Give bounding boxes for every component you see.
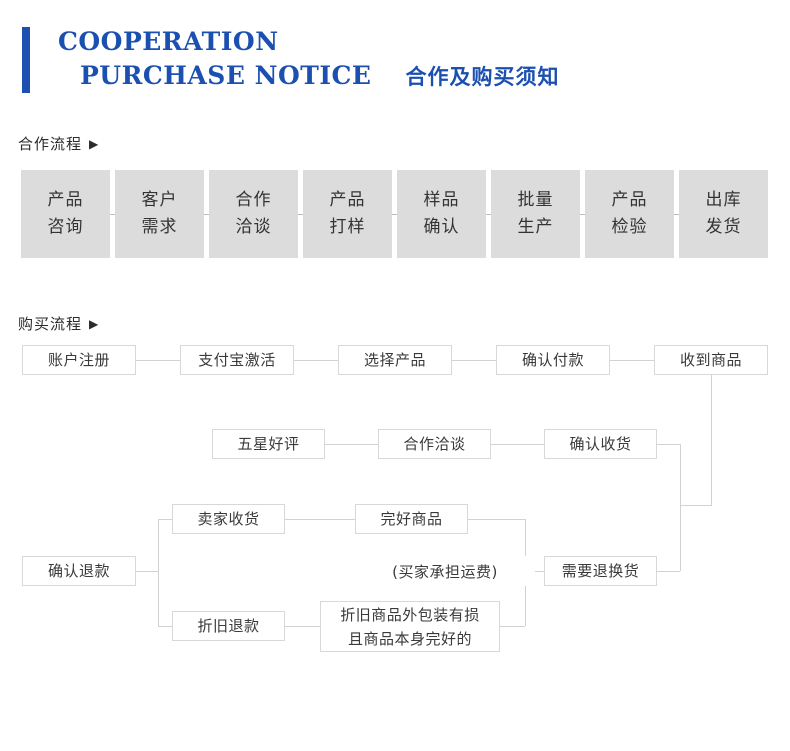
- cooperation-step-line1: 出库: [705, 190, 742, 210]
- cooperation-connector: [204, 214, 209, 215]
- purchase-row4-confirm-refund-label: 确认退款: [47, 562, 110, 580]
- flow-connector-horizontal: [452, 360, 496, 361]
- purchase-row3-step-1: 卖家收货: [172, 504, 285, 534]
- purchase-row2-step-1: 五星好评: [212, 429, 325, 459]
- cooperation-step-line1: 批量: [517, 190, 554, 210]
- cooperation-step-line2: 生产: [517, 217, 554, 237]
- flow-connector-horizontal: [468, 519, 525, 520]
- cooperation-connector: [674, 214, 679, 215]
- flow-connector-horizontal: [136, 360, 180, 361]
- purchase-row3-step-2-label: 完好商品: [380, 510, 443, 528]
- cooperation-step-6: 批量生产: [491, 170, 580, 258]
- flow-connector-vertical: [158, 519, 159, 626]
- purchase-row3-step-2: 完好商品: [355, 504, 468, 534]
- flow-connector-horizontal: [136, 571, 158, 572]
- header-title-chinese: 合作及购买须知: [405, 65, 560, 89]
- purchase-row1-step-3-label: 选择产品: [363, 351, 426, 369]
- cooperation-step-line1: 产品: [611, 190, 648, 210]
- purchase-section-label: 购买流程 ▶: [18, 313, 99, 334]
- cooperation-step-line2: 需求: [141, 217, 178, 237]
- cooperation-section-label: 合作流程 ▶: [18, 133, 99, 154]
- flow-connector-horizontal: [491, 444, 544, 445]
- cooperation-step-line1: 样品: [423, 190, 460, 210]
- purchase-row1-step-1-label: 账户注册: [47, 351, 110, 369]
- cooperation-step-line2: 洽谈: [235, 217, 272, 237]
- cooperation-step-line2: 打样: [329, 217, 366, 237]
- cooperation-connector: [392, 214, 397, 215]
- cooperation-step-4: 产品打样: [303, 170, 392, 258]
- header-title-line1: COOPERATION: [58, 27, 279, 56]
- flow-connector-horizontal: [158, 626, 172, 627]
- purchase-row2-step-1-label: 五星好评: [237, 435, 300, 453]
- flow-connector-horizontal: [657, 444, 680, 445]
- purchase-row4-confirm-refund: 确认退款: [22, 556, 136, 586]
- purchase-row5-damaged-package-note-line2: 且商品本身完好的: [347, 629, 472, 648]
- purchase-row4-return-exchange-label: 需要退换货: [561, 562, 640, 580]
- cooperation-connector: [298, 214, 303, 215]
- purchase-row1-step-2-label: 支付宝激活: [198, 351, 276, 369]
- cooperation-connector: [110, 214, 115, 215]
- purchase-row3-step-1-label: 卖家收货: [197, 510, 260, 528]
- cooperation-connector: [486, 214, 491, 215]
- flow-connector-horizontal: [285, 626, 320, 627]
- purchase-row5-damaged-package-note: 折旧商品外包装有损且商品本身完好的: [320, 601, 500, 652]
- cooperation-step-3: 合作洽谈: [209, 170, 298, 258]
- purchase-row4-shipping-note: (买家承担运费): [355, 556, 535, 586]
- purchase-row5-depreciation-refund-label: 折旧退款: [197, 617, 260, 635]
- cooperation-flow-row: 产品咨询客户需求合作洽谈产品打样样品确认批量生产产品检验出库发货: [21, 170, 769, 258]
- purchase-row1-step-4: 确认付款: [496, 345, 610, 375]
- cooperation-step-7: 产品检验: [585, 170, 674, 258]
- cooperation-step-line1: 产品: [47, 190, 84, 210]
- flow-connector-vertical: [711, 375, 712, 505]
- purchase-row1-step-2: 支付宝激活: [180, 345, 294, 375]
- triangle-right-icon: ▶: [89, 317, 100, 331]
- purchase-row1-step-4-label: 确认付款: [521, 351, 584, 369]
- cooperation-step-line1: 产品: [329, 190, 366, 210]
- flow-connector-horizontal: [610, 360, 654, 361]
- flow-connector-horizontal: [158, 519, 172, 520]
- purchase-row5-depreciation-refund: 折旧退款: [172, 611, 285, 641]
- triangle-right-icon: ▶: [89, 137, 100, 151]
- flow-connector-horizontal: [285, 519, 355, 520]
- cooperation-section-label-text: 合作流程: [18, 135, 83, 153]
- purchase-row5-damaged-package-note-line1: 折旧商品外包装有损: [340, 605, 480, 624]
- header-title-line2-group: PURCHASE NOTICE 合作及购买须知: [58, 59, 559, 94]
- purchase-row1-step-1: 账户注册: [22, 345, 136, 375]
- purchase-row4-shipping-note-label: (买家承担运费): [392, 562, 498, 581]
- flow-connector-horizontal: [325, 444, 378, 445]
- purchase-row1-step-5: 收到商品: [654, 345, 768, 375]
- cooperation-step-line2: 确认: [423, 217, 460, 237]
- flow-connector-horizontal: [294, 360, 338, 361]
- header-title-group: COOPERATION PURCHASE NOTICE 合作及购买须知: [58, 25, 559, 94]
- cooperation-step-line2: 检验: [611, 217, 648, 237]
- cooperation-step-line1: 客户: [141, 190, 178, 210]
- flow-connector-horizontal: [500, 626, 525, 627]
- purchase-section-label-text: 购买流程: [18, 315, 83, 333]
- purchase-row4-return-exchange: 需要退换货: [544, 556, 657, 586]
- cooperation-connector: [580, 214, 585, 215]
- purchase-row2-step-3-label: 确认收货: [569, 435, 632, 453]
- flow-connector-horizontal: [680, 505, 712, 506]
- purchase-row2-step-3: 确认收货: [544, 429, 657, 459]
- purchase-row2-step-2: 合作洽谈: [378, 429, 491, 459]
- flow-connector-horizontal: [657, 571, 680, 572]
- purchase-row1-step-3: 选择产品: [338, 345, 452, 375]
- cooperation-step-5: 样品确认: [397, 170, 486, 258]
- cooperation-step-line1: 合作: [235, 190, 272, 210]
- header-title-line2: PURCHASE NOTICE: [80, 61, 372, 90]
- cooperation-step-line2: 发货: [705, 217, 742, 237]
- cooperation-step-8: 出库发货: [679, 170, 768, 258]
- flow-connector-vertical: [680, 444, 681, 571]
- purchase-row1-step-5-label: 收到商品: [679, 351, 742, 369]
- cooperation-step-1: 产品咨询: [21, 170, 110, 258]
- cooperation-step-line2: 咨询: [47, 217, 84, 237]
- cooperation-step-2: 客户需求: [115, 170, 204, 258]
- header-accent-bar: [22, 27, 30, 93]
- purchase-row2-step-2-label: 合作洽谈: [403, 435, 466, 453]
